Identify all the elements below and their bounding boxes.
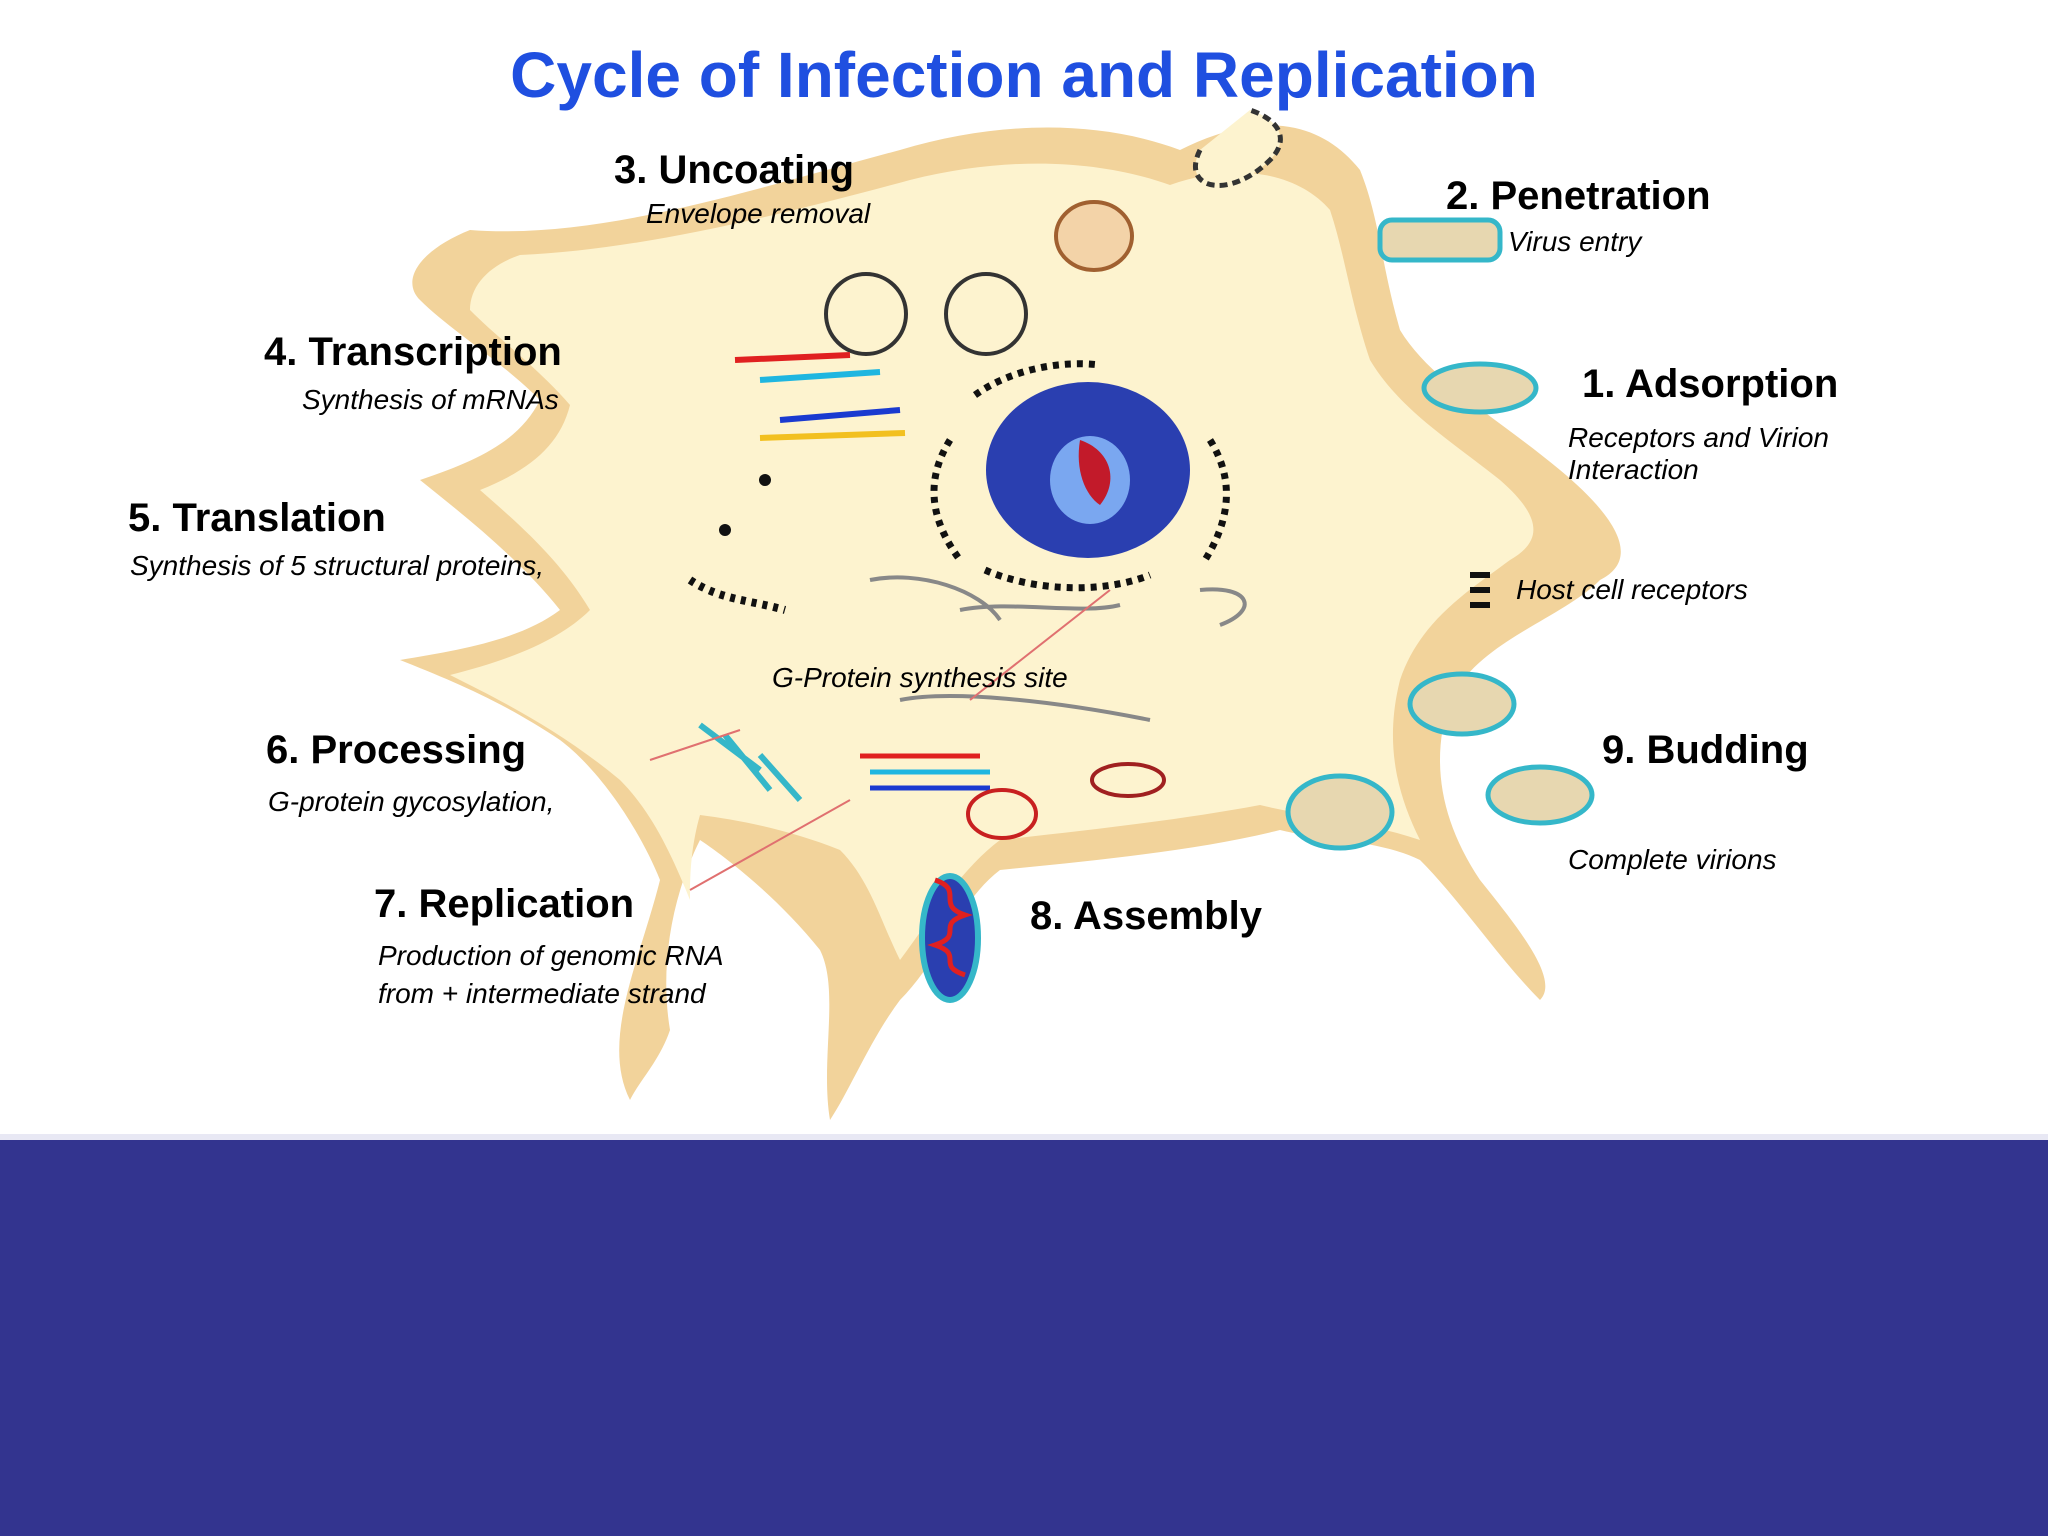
ribosome xyxy=(759,474,771,486)
host-cell-receptors-label: Host cell receptors xyxy=(1516,574,1748,606)
step-processing-label: 6. Processing xyxy=(266,728,526,773)
step-replication-label: 7. Replication xyxy=(374,882,634,927)
step-penetration-desc: Virus entry xyxy=(1508,226,1641,258)
released-virion xyxy=(1488,767,1592,823)
step-translation-label: 5. Translation xyxy=(128,496,386,541)
step-adsorption-desc-2: Interaction xyxy=(1568,454,1699,486)
step-adsorption-desc-1: Receptors and Virion xyxy=(1568,422,1829,454)
step-penetration-label: 2. Penetration xyxy=(1446,174,1711,219)
step-adsorption-label: 1. Adsorption xyxy=(1582,362,1838,407)
g-protein-site-label: G-Protein synthesis site xyxy=(772,662,1068,694)
page-title: Cycle of Infection and Replication xyxy=(0,38,2048,112)
diagram-figure: Cycle of Infection and Replication 3. Un… xyxy=(0,0,2048,1134)
endosome xyxy=(946,274,1026,354)
endosome xyxy=(826,274,906,354)
step-transcription-label: 4. Transcription xyxy=(264,330,562,375)
step-replication-desc-1: Production of genomic RNA xyxy=(378,940,724,972)
budding-virion xyxy=(1288,776,1392,848)
step-replication-desc-2: from + intermediate strand xyxy=(378,978,706,1010)
budding-virion xyxy=(1410,674,1514,734)
step-processing-desc: G-protein gycosylation, xyxy=(268,786,554,818)
ribosome xyxy=(719,524,731,536)
step-translation-desc: Synthesis of 5 structural proteins, xyxy=(130,550,544,582)
background-band xyxy=(0,1140,2048,1536)
step-uncoating-desc: Envelope removal xyxy=(646,198,870,230)
step-uncoating-label: 3. Uncoating xyxy=(614,148,854,193)
step-assembly-label: 8. Assembly xyxy=(1030,894,1262,939)
virion-interior xyxy=(1056,202,1132,270)
penetrating-virion xyxy=(1380,220,1500,260)
step-budding-desc: Complete virions xyxy=(1568,844,1777,876)
adsorbing-virion xyxy=(1424,364,1536,412)
step-budding-label: 9. Budding xyxy=(1602,728,1809,773)
step-transcription-desc: Synthesis of mRNAs xyxy=(302,384,559,416)
